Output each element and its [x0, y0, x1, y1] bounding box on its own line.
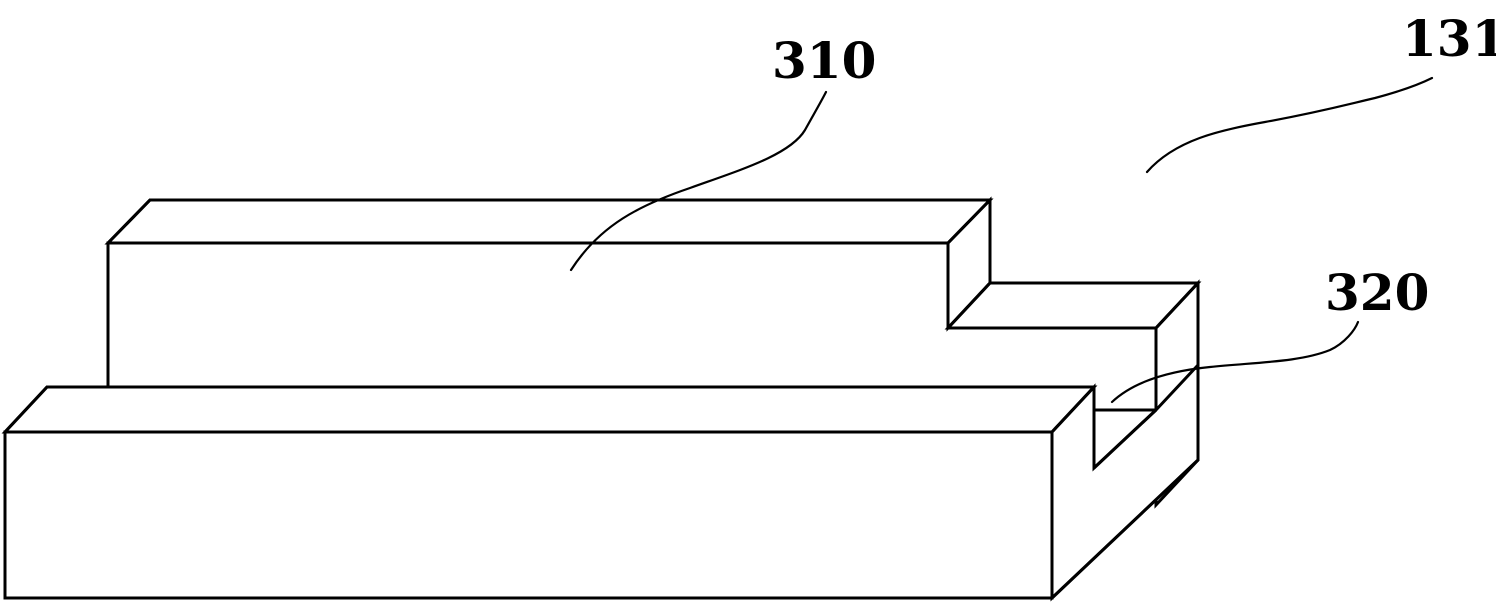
base-top-face [1, 385, 1098, 434]
label-310: 310 [772, 31, 876, 90]
upper-block-top-face [104, 198, 994, 245]
leader-320 [1110, 320, 1360, 404]
edge-lines [3, 198, 1200, 600]
leader-131 [1145, 76, 1434, 174]
base-front-face [3, 430, 1054, 600]
label-131: 131 [1402, 9, 1496, 68]
base-block [1, 361, 1200, 602]
leader-310 [569, 90, 828, 272]
label-320: 320 [1325, 263, 1429, 322]
